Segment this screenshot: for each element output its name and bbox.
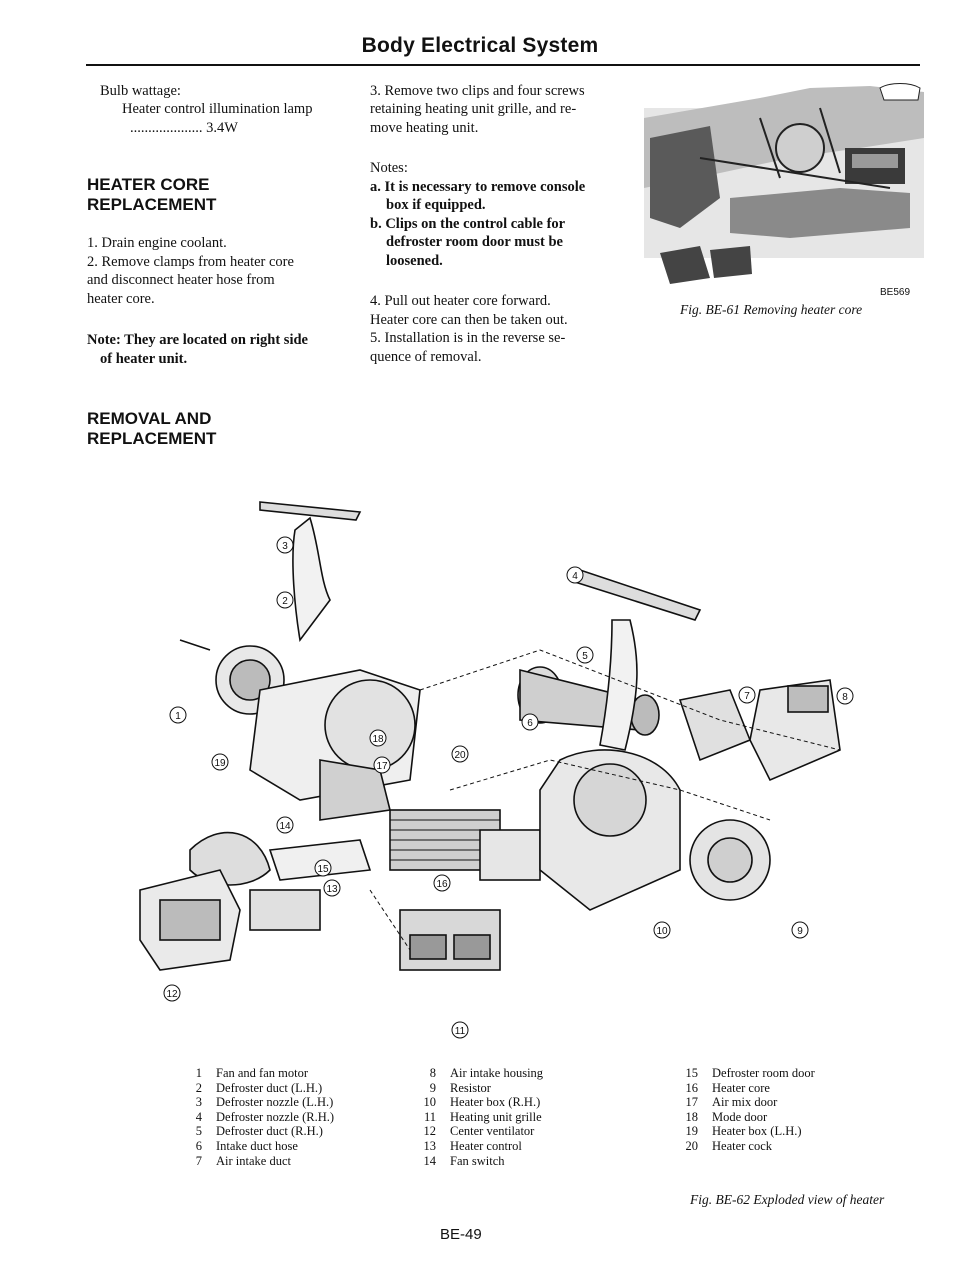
step-3b: retaining heating unit grille, and re-	[370, 101, 577, 117]
svg-text:19: 19	[214, 758, 226, 769]
svg-text:7: 7	[744, 691, 750, 702]
heading-removal-2: REPLACEMENT	[87, 429, 217, 448]
svg-text:6: 6	[527, 718, 533, 729]
bulb-title: Bulb wattage:	[100, 83, 181, 99]
svg-text:14: 14	[279, 821, 291, 832]
step-2a: 2. Remove clamps from heater core	[87, 254, 294, 270]
svg-text:1: 1	[175, 711, 181, 722]
callout-1: 1	[169, 706, 187, 724]
callout-18: 18	[369, 729, 387, 747]
svg-text:16: 16	[436, 879, 448, 890]
svg-text:15: 15	[317, 864, 329, 875]
bulb-line: Heater control illumination lamp	[122, 101, 313, 117]
svg-text:9: 9	[797, 926, 803, 937]
page-header: Body Electrical System	[361, 34, 599, 57]
svg-text:20: 20	[454, 750, 466, 761]
notes-title: Notes:	[370, 160, 408, 176]
callout-4: 4	[566, 566, 584, 584]
bulb-value: .................... 3.4W	[130, 120, 238, 136]
note-b3: loosened.	[386, 253, 443, 269]
note-a1: a. It is necessary to remove console	[370, 179, 586, 195]
step-2c: heater core.	[87, 291, 155, 307]
callout-15: 15	[314, 859, 332, 877]
svg-text:12: 12	[166, 989, 178, 1000]
callout-16: 16	[433, 874, 451, 892]
callouts: 1 2 3 4 5 6 7 8 9 10 11 12 13 14 15 16 1…	[163, 536, 854, 1039]
callout-13: 13	[323, 879, 341, 897]
step-4a: 4. Pull out heater core forward.	[370, 293, 551, 309]
note-b2: defroster room door must be	[386, 234, 563, 250]
callout-20: 20	[451, 745, 469, 763]
svg-text:4: 4	[572, 571, 578, 582]
heading-removal: REMOVAL AND	[87, 409, 212, 428]
heading-heater-core: HEATER CORE	[87, 175, 210, 194]
fig-be61-illustration	[644, 83, 924, 284]
step-5b: quence of removal.	[370, 349, 482, 365]
step-2b: and disconnect heater hose from	[87, 272, 275, 288]
svg-text:11: 11	[455, 1026, 466, 1037]
fig-be62-exploded-view: 1 2 3 4 5 6 7 8 9 10 11 12 13 14 15 16 1…	[139, 501, 854, 1039]
svg-text:17: 17	[376, 761, 388, 772]
callout-9: 9	[791, 921, 809, 939]
svg-text:8: 8	[842, 692, 848, 703]
fig-be61-code: BE569	[880, 287, 911, 298]
page-number: BE-49	[440, 1226, 482, 1243]
heading-heater-core-2: REPLACEMENT	[87, 195, 217, 214]
svg-text:5: 5	[582, 651, 588, 662]
svg-text:18: 18	[372, 734, 384, 745]
note-b1: b. Clips on the control cable for	[370, 216, 566, 232]
callout-3: 3	[276, 536, 294, 554]
callout-6: 6	[521, 713, 539, 731]
step-3c: move heating unit.	[370, 120, 479, 136]
callout-10: 10	[653, 921, 671, 939]
callout-2: 2	[276, 591, 294, 609]
svg-text:10: 10	[656, 926, 668, 937]
step-3a: 3. Remove two clips and four screws	[370, 83, 585, 99]
step-1: 1. Drain engine coolant.	[87, 235, 227, 251]
callout-8: 8	[836, 687, 854, 705]
callout-12: 12	[163, 984, 181, 1002]
callout-11: 11	[451, 1021, 469, 1039]
callout-14: 14	[276, 816, 294, 834]
note-a2: box if equipped.	[386, 197, 486, 213]
svg-text:3: 3	[282, 541, 288, 552]
callout-7: 7	[738, 686, 756, 704]
note-b: of heater unit.	[100, 351, 188, 367]
fig-be61-caption: Fig. BE-61 Removing heater core	[680, 302, 863, 317]
step-4b: Heater core can then be taken out.	[370, 312, 568, 328]
callout-19: 19	[211, 753, 229, 771]
step-5a: 5. Installation is in the reverse se-	[370, 330, 566, 346]
svg-text:13: 13	[326, 884, 338, 895]
note-a: Note: They are located on right side	[87, 332, 308, 348]
callout-17: 17	[373, 756, 391, 774]
header-rule	[86, 64, 920, 66]
svg-text:2: 2	[282, 596, 288, 607]
callout-5: 5	[576, 646, 594, 664]
fig-be62-caption: Fig. BE-62 Exploded view of heater	[690, 1192, 885, 1207]
